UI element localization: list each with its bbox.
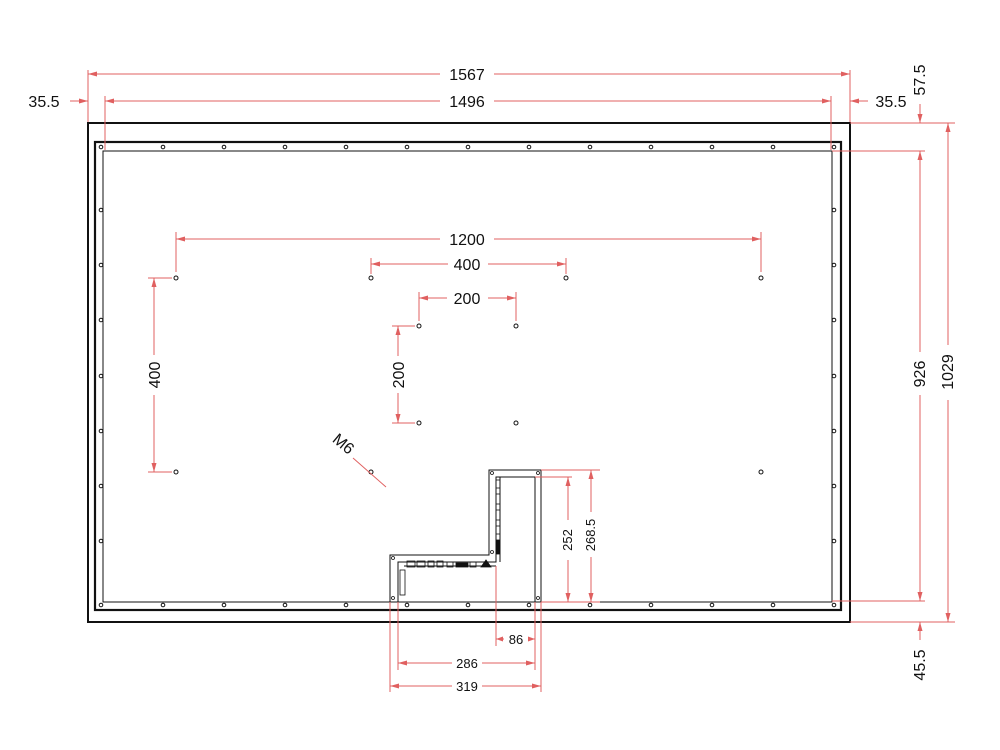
perimeter-hole (770, 602, 776, 608)
perimeter-hole (770, 144, 776, 150)
perimeter-hole (831, 602, 837, 608)
perimeter-hole (160, 144, 166, 150)
dim-overall-width-label: 1567 (449, 67, 485, 84)
dim-io-heights: 252 268.5 (535, 469, 600, 603)
dim-panel-width: 1496 35.5 35.5 (28, 94, 907, 150)
dim-io-height-2-label: 268.5 (583, 519, 598, 552)
perimeter-hole (831, 144, 837, 150)
dim-overall-height-label: 1029 (940, 354, 957, 390)
perimeter-hole (526, 144, 532, 150)
perimeter-hole (282, 144, 288, 150)
dim-top-margin-label: 57.5 (912, 64, 929, 95)
dim-vesa-inner-width-label: 200 (454, 291, 481, 308)
perimeter-hole (98, 144, 104, 150)
vesa-hole (173, 469, 179, 475)
perimeter-hole (831, 262, 837, 268)
vesa-hole (513, 420, 519, 426)
dim-io-width-1-label: 86 (509, 632, 523, 647)
thread-label: M6 (329, 431, 357, 458)
io-cutout (389, 469, 542, 602)
dim-io-height-1-label: 252 (560, 529, 575, 551)
perimeter-hole (831, 428, 837, 434)
vesa-hole (563, 275, 569, 281)
vesa-holes (173, 275, 764, 475)
dim-vesa-inner-height: 200 (391, 325, 415, 424)
perimeter-hole (465, 602, 471, 608)
vesa-hole (513, 323, 519, 329)
perimeter-hole (404, 602, 410, 608)
perimeter-hole (343, 602, 349, 608)
perimeter-hole (98, 538, 104, 544)
perimeter-hole (160, 602, 166, 608)
perimeter-hole (587, 144, 593, 150)
perimeter-hole (831, 373, 837, 379)
perimeter-hole (282, 602, 288, 608)
dim-right-vertical: 1029 926 57.5 45.5 (832, 64, 957, 681)
perimeter-hole (343, 144, 349, 150)
dim-io-width-2-label: 286 (456, 656, 478, 671)
thread-callout: M6 (329, 431, 387, 488)
dim-vesa-mid-width: 400 (370, 257, 567, 274)
dim-vesa-outer-width-label: 1200 (449, 232, 485, 249)
dim-panel-width-label: 1496 (449, 94, 485, 111)
dim-margin-left-label: 35.5 (28, 94, 59, 111)
perimeter-hole (221, 602, 227, 608)
vesa-hole (173, 275, 179, 281)
vesa-hole (758, 469, 764, 475)
perimeter-hole (98, 262, 104, 268)
panel-area (102, 150, 833, 603)
vesa-hole (758, 275, 764, 281)
perimeter-hole (709, 144, 715, 150)
perimeter-hole (831, 317, 837, 323)
dim-io-width-3-label: 319 (456, 679, 478, 694)
dim-vesa-inner-width: 200 (418, 291, 517, 321)
perimeter-hole (98, 602, 104, 608)
perimeter-hole (648, 602, 654, 608)
dim-vesa-outer-height-label: 400 (147, 362, 164, 389)
perimeter-hole (98, 207, 104, 213)
bezel-outer (93, 140, 843, 612)
perimeter-hole (98, 483, 104, 489)
perimeter-hole (465, 144, 471, 150)
io-connectors (399, 479, 501, 596)
outer-frame (87, 122, 851, 623)
vesa-hole (416, 420, 422, 426)
vesa-hole (368, 275, 374, 281)
perimeter-hole (648, 144, 654, 150)
perimeter-hole (587, 602, 593, 608)
perimeter-hole (98, 373, 104, 379)
dim-vesa-outer-height: 400 (147, 277, 172, 473)
dim-overall-width: 1567 (87, 67, 851, 122)
dim-vesa-outer-width: 1200 (175, 232, 762, 272)
perimeter-hole (831, 538, 837, 544)
vesa-hole (416, 323, 422, 329)
perimeter-hole (526, 602, 532, 608)
perimeter-hole (98, 317, 104, 323)
perimeter-hole (831, 207, 837, 213)
perimeter-hole (98, 428, 104, 434)
dim-panel-height-label: 926 (912, 361, 929, 388)
perimeter-hole (404, 144, 410, 150)
perimeter-holes (98, 144, 837, 608)
perimeter-hole (221, 144, 227, 150)
dim-io-widths: 86 286 319 (389, 566, 542, 694)
dim-margin-right-label: 35.5 (875, 94, 906, 111)
dim-vesa-inner-height-label: 200 (391, 362, 408, 389)
dim-vesa-mid-width-label: 400 (454, 257, 481, 274)
perimeter-hole (709, 602, 715, 608)
dim-bottom-margin-label: 45.5 (912, 649, 929, 680)
perimeter-hole (831, 483, 837, 489)
